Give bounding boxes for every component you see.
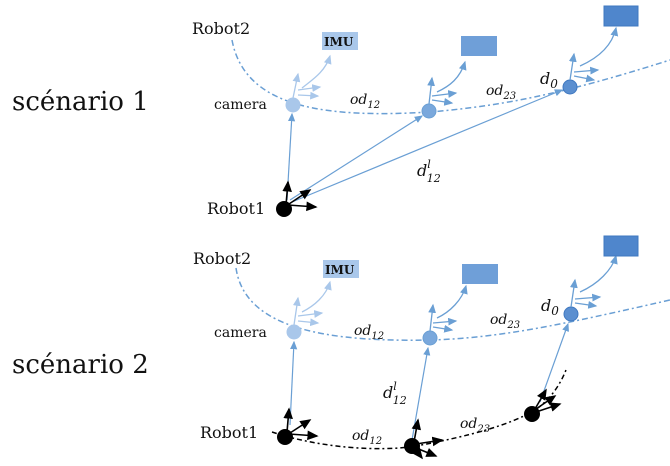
od23-label-2: od23 (490, 312, 520, 331)
od12-r1-label: od12 (352, 428, 382, 447)
imu-label: IMU (324, 35, 354, 49)
node-3 (562, 79, 578, 95)
camera-node (285, 97, 301, 113)
node-3-axes-icon (568, 26, 619, 83)
robot2-label-2: Robot2 (193, 249, 251, 268)
observation-line-s2-node3 (539, 322, 569, 403)
imu-label-2: IMU (325, 263, 355, 277)
d0-label: d0 (540, 69, 558, 91)
node-2-s2 (422, 330, 438, 346)
observation-line-s2-camera (289, 340, 298, 426)
robot1-axes-icon (282, 180, 318, 212)
d0-label-2: d0 (541, 296, 559, 318)
scenario-2-title: scénario 2 (12, 350, 149, 380)
sensor-box-2 (461, 36, 497, 56)
node-3-s2 (563, 306, 579, 322)
camera-label: camera (214, 97, 267, 113)
observation-line-node2 (289, 115, 424, 201)
observation-line-s2-d12 (411, 346, 431, 441)
robot2-trajectory-2 (235, 267, 670, 341)
camera-node-2 (286, 324, 302, 340)
robot1-label: Robot1 (207, 199, 265, 218)
sensor-box-2-s2 (462, 264, 498, 284)
scenario-1: scénario 1 Robot2 IMU camera od12 (12, 5, 670, 218)
od23-r1-label: od23 (460, 416, 490, 435)
robot1-node-s2 (277, 429, 293, 445)
od12-label-2: od12 (354, 323, 384, 342)
imu-box-2 (323, 260, 359, 278)
robot2-label: Robot2 (192, 19, 250, 38)
robot1-s2-axes-icon (283, 407, 319, 441)
scenario-2: scénario 2 Robot2 IMU camera od12 od23 (12, 235, 670, 460)
robot1-pose-3 (524, 406, 540, 422)
camera-label-2: camera (214, 325, 267, 341)
robot1-label-2: Robot1 (200, 423, 258, 442)
imu-box (322, 32, 358, 50)
observation-line-d12 (291, 89, 564, 203)
robot1-pose-3-axes-icon (534, 388, 562, 413)
camera-axes-icon-2 (292, 280, 332, 327)
sensor-box-3 (603, 5, 639, 27)
scenario-1-title: scénario 1 (12, 87, 149, 117)
camera-axes-icon (292, 54, 332, 100)
od12-label: od12 (350, 92, 380, 111)
sensor-box-3-s2 (603, 235, 639, 257)
robot1-pose-2-axes-icon (411, 418, 444, 460)
node-2 (421, 103, 437, 119)
node-2-axes-icon (427, 60, 467, 106)
robot1-trajectory (271, 369, 567, 450)
node-2-s2-axes-icon (428, 284, 468, 333)
node-3-s2-axes-icon (569, 254, 618, 309)
od23-label: od23 (486, 83, 516, 102)
